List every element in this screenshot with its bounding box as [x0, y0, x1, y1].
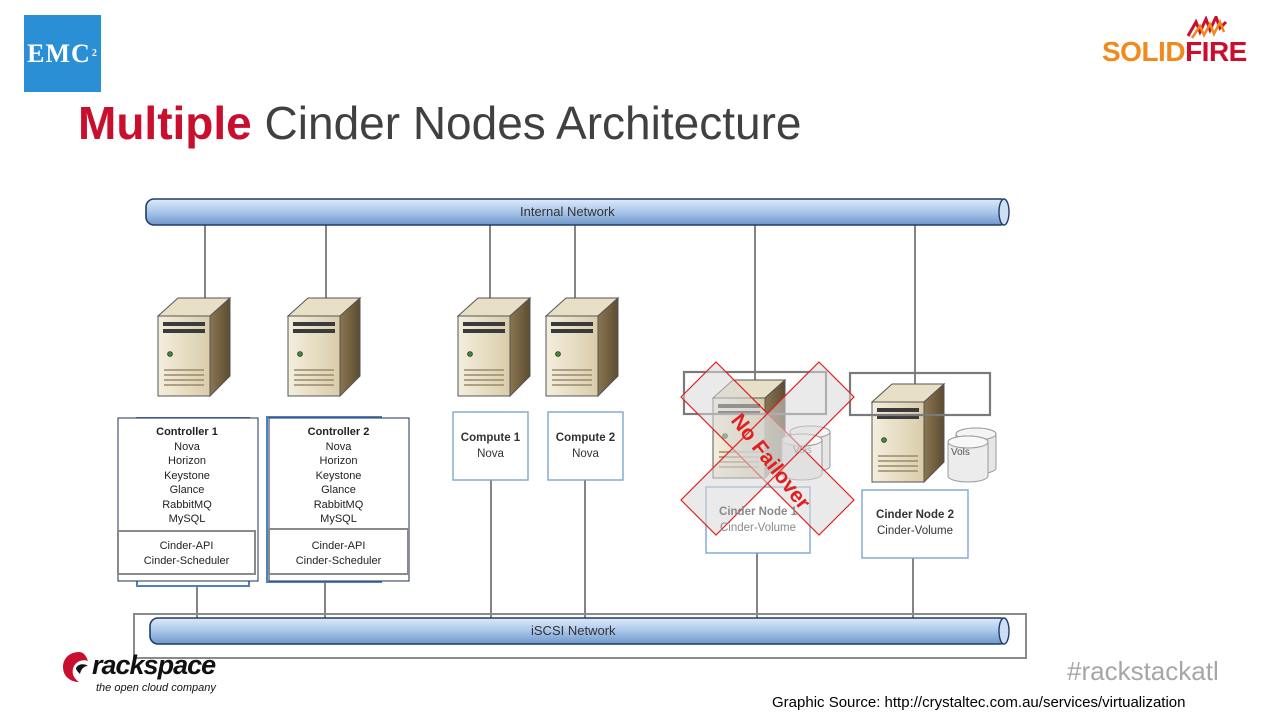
controller2-cinder-label: Cinder-API Cinder-Scheduler [269, 539, 408, 568]
rackspace-logo: rackspace the open cloud company [62, 648, 232, 698]
hashtag: #rackstackatl [1067, 656, 1219, 686]
compute1-sub: Nova [477, 448, 504, 460]
compute2-label: Compute 2 Nova [548, 430, 623, 462]
controller2-service: RabbitMQ [313, 498, 364, 511]
rackspace-tagline: the open cloud company [96, 682, 216, 694]
controller1-cinder-label: Cinder-API Cinder-Scheduler [118, 539, 255, 568]
controller1-cinder-box [117, 530, 256, 575]
controller1-label: Controller 1 Nova Horizon Keystone Glanc… [118, 425, 256, 527]
rackspace-mark-icon [63, 652, 88, 682]
iscsi-network-pipe [133, 613, 1027, 659]
rackspace-name: rackspace [92, 650, 216, 680]
graphic-source: Graphic Source: http://crystaltec.com.au… [772, 694, 1186, 711]
controller1-cinder-api: Cinder-API [159, 540, 214, 552]
title-accent: Multiple [78, 97, 252, 149]
compute2-sub: Nova [572, 448, 599, 460]
internal-network-label: Internal Network [520, 204, 615, 219]
controller1-service: Glance [169, 484, 205, 496]
solidfire-logo: SOLIDFIRE [1100, 16, 1260, 68]
controller1-service: Horizon [168, 455, 206, 467]
compute1-server-icon [457, 297, 531, 397]
solidfire-fire-text: FIRE [1185, 36, 1247, 67]
controller2-server-icon [287, 297, 361, 397]
solidfire-solid-text: SOLID [1102, 36, 1186, 67]
controller2-service: Horizon [319, 455, 358, 467]
controller2-service: Keystone [315, 469, 362, 482]
controller1-service: Nova [174, 440, 200, 453]
iscsi-network-label: iSCSI Network [531, 623, 616, 638]
cinder-node2-server-icon [871, 383, 945, 483]
cinder-node1-label: Cinder Node 1 Cinder-Volume [706, 504, 810, 536]
cinder-node2-box [861, 489, 969, 559]
compute2-box [547, 411, 624, 481]
controller2-service: Glance [321, 484, 356, 496]
connector-lines [196, 225, 916, 618]
controller1-service: RabbitMQ [162, 498, 212, 511]
controller1-cinder-scheduler: Cinder-Scheduler [143, 554, 230, 567]
title-rest: Cinder Nodes Architecture [264, 97, 802, 149]
controller2-label: Controller 2 Nova Horizon Keystone Glanc… [269, 425, 408, 527]
compute2-server-icon [545, 297, 619, 397]
compute1-box [452, 411, 529, 481]
controller1-service: MySQL [168, 513, 206, 525]
cinder-node2-sub: Cinder-Volume [876, 525, 954, 537]
controller1-service: Keystone [164, 469, 210, 482]
internal-network-pipe [145, 198, 1010, 226]
cinder-node1-vols-label: Vols [793, 445, 812, 456]
solidfire-flame-icon [1186, 16, 1228, 39]
controller1-title: Controller 1 [156, 426, 218, 438]
controller2-cinder-box [268, 528, 409, 575]
compute1-title: Compute 1 [460, 432, 521, 444]
cinder-node1-sub: Cinder-Volume [719, 522, 797, 534]
compute2-title: Compute 2 [555, 432, 616, 444]
controller2-title: Controller 2 [307, 426, 370, 438]
cinder-node2-vols-label: Vols [951, 447, 970, 458]
cinder-node1-title: Cinder Node 1 [719, 506, 797, 518]
no-failover-x-mark [680, 361, 855, 536]
controller2-service: Nova [325, 440, 352, 453]
compute1-label: Compute 1 Nova [453, 430, 528, 462]
controller2-cinder-scheduler: Cinder-Scheduler [295, 554, 382, 567]
cinder-node2-label: Cinder Node 2 Cinder-Volume [862, 507, 968, 539]
controller2-cinder-api: Cinder-API [311, 540, 366, 552]
cinder-node2-title: Cinder Node 2 [876, 509, 954, 521]
slide-title: Multiple Cinder Nodes Architecture [78, 96, 801, 150]
controller1-server-icon [157, 297, 231, 397]
controller2-service: MySQL [320, 513, 357, 525]
